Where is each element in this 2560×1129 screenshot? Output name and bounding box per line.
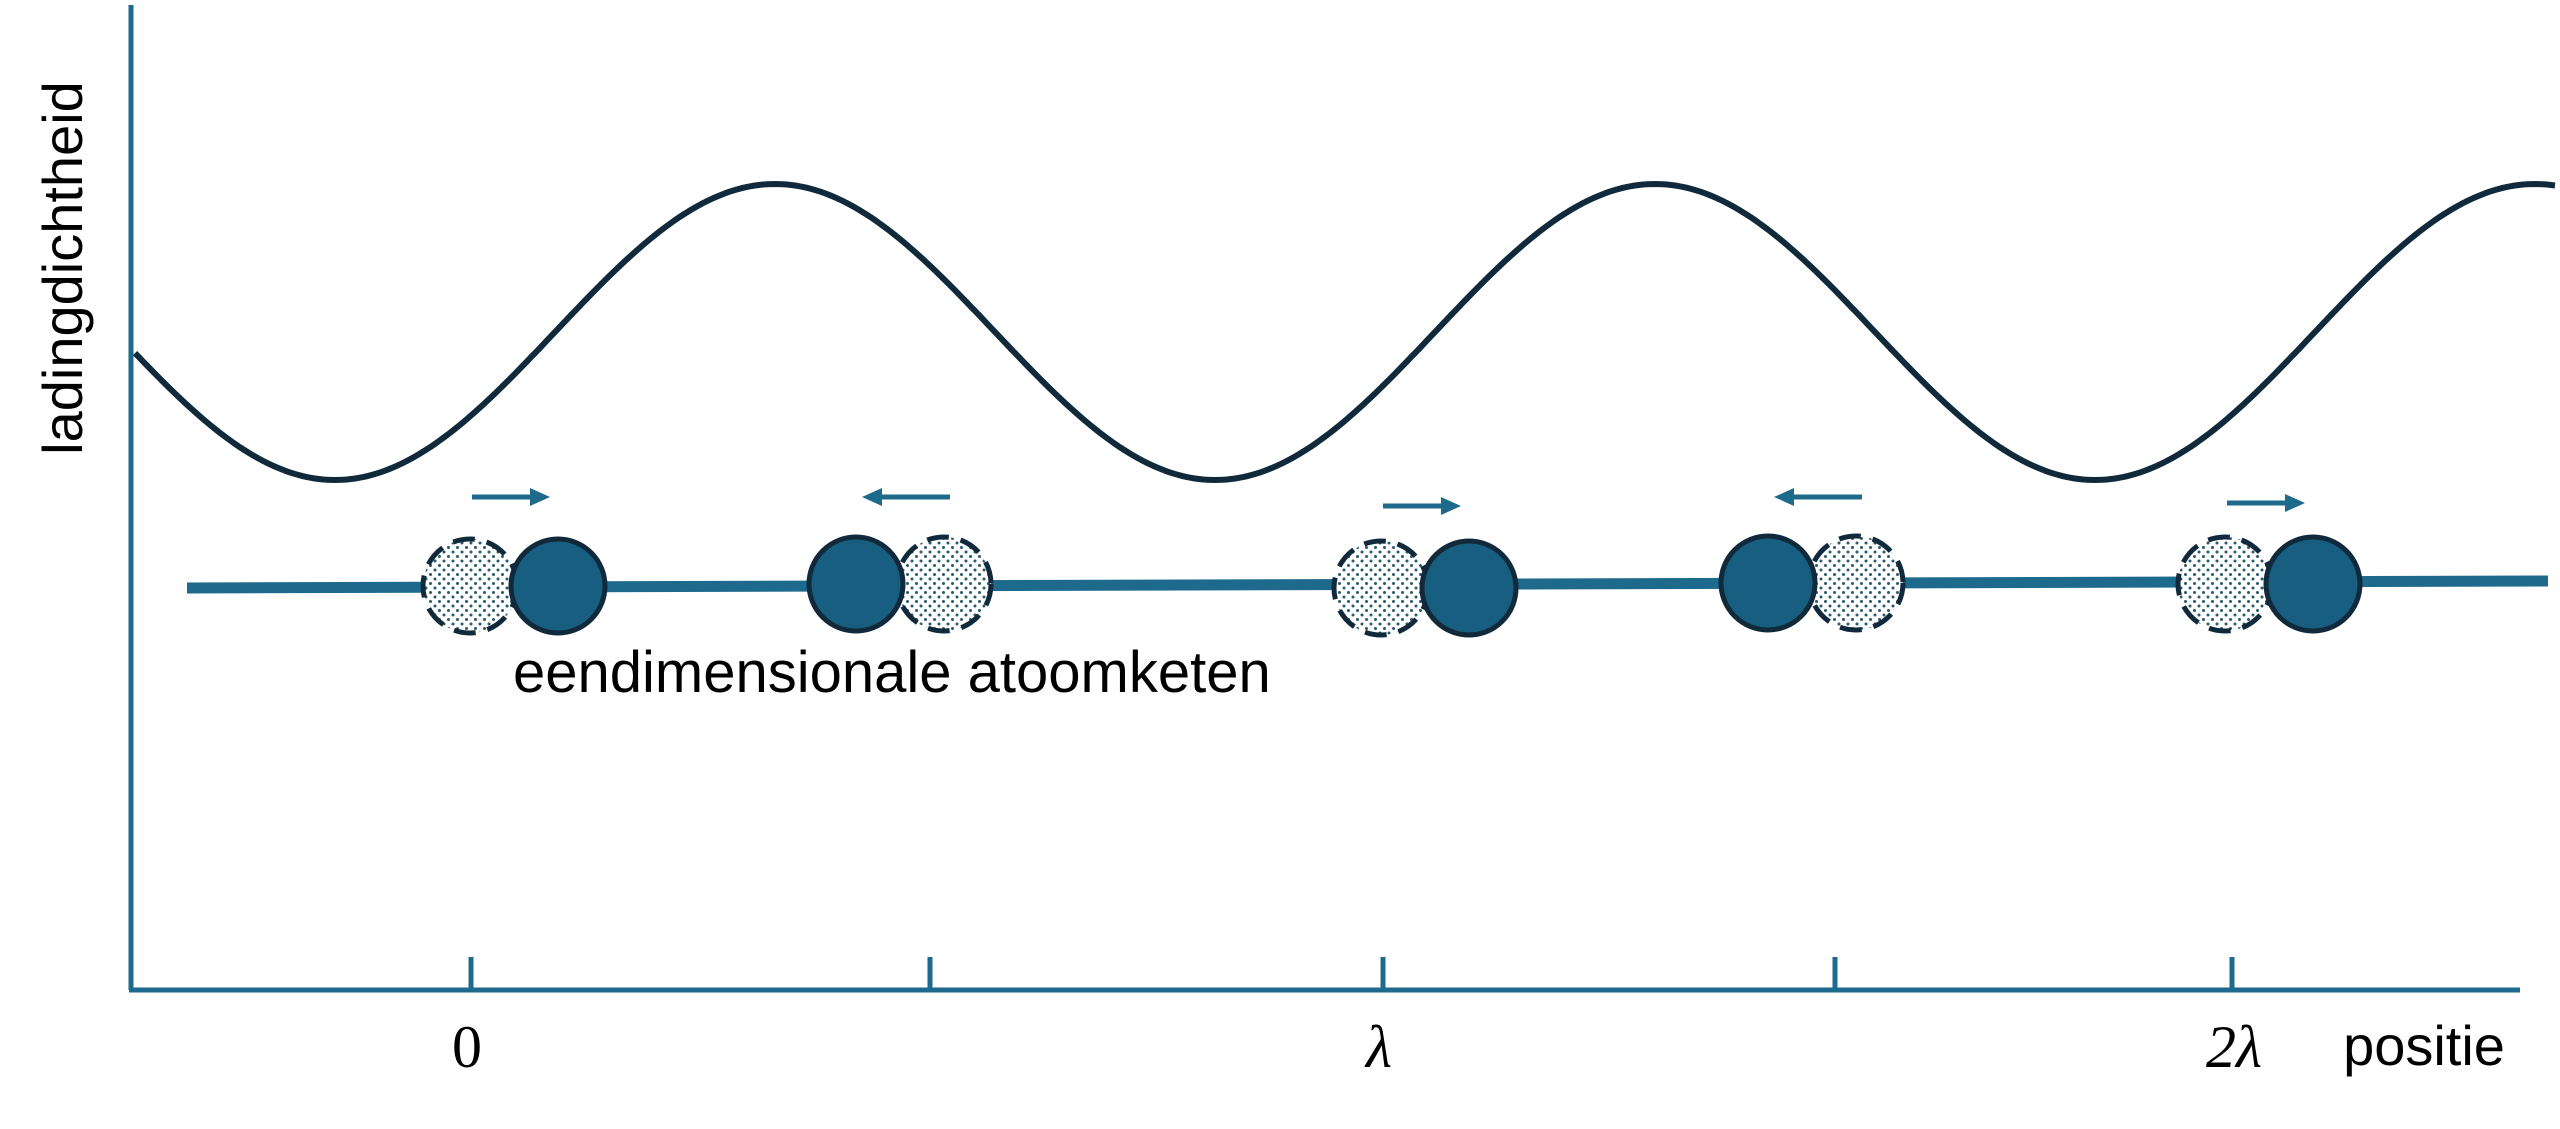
atom [508,536,608,636]
arrow-left-icon [1774,488,1862,506]
atom-group [2175,494,2363,634]
atom-rest-position [894,534,994,634]
arrow-right-icon [2227,494,2305,512]
atom-rest-position [2175,534,2275,634]
atom [1718,533,1818,633]
atom-chain [186,488,2549,638]
tick-label: λ [1364,1014,1392,1080]
atom [2263,534,2363,634]
y-axis-label: ladingdichtheid [31,81,94,455]
axes: 0 λ 2λ [128,5,2520,1080]
atom-group [1331,497,1519,638]
arrow-right-icon [472,488,550,506]
atom [1419,538,1519,638]
atom-rest-position [1806,533,1906,633]
atom-group [806,488,994,634]
atom-group [420,488,608,636]
charge-density-wave [132,180,2556,484]
tick-label: 2λ [2206,1014,2262,1080]
chain-label: eendimensionale atoomketen [513,640,1271,705]
atom-rest-position [1331,538,1431,638]
x-axis-label: positie [2343,1014,2505,1077]
tick-label: 0 [452,1014,482,1080]
x-axis-ticks: 0 λ 2λ [452,957,2262,1080]
arrow-right-icon [1383,497,1461,515]
atom [806,534,906,634]
atoms [420,488,2363,638]
arrow-left-icon [862,488,950,506]
atom-group [1718,488,1906,633]
atom-rest-position [420,536,520,636]
